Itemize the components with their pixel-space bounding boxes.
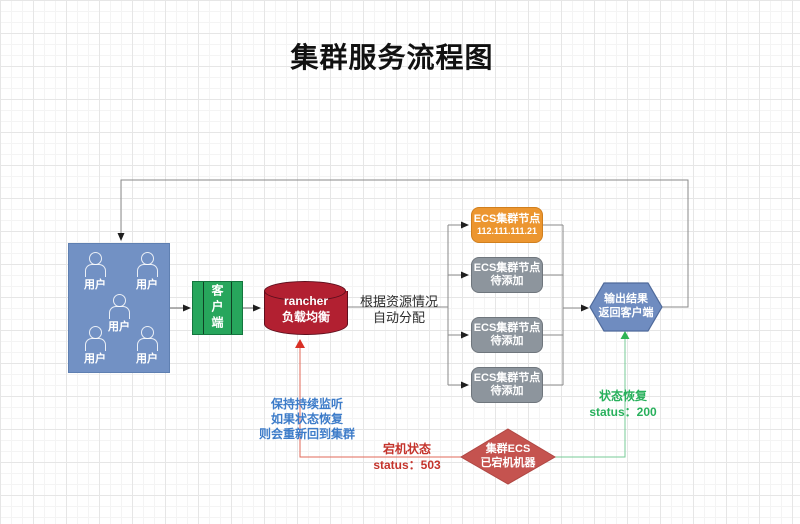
recover-status-label: 状态恢复 status：200 [573, 388, 673, 420]
user-item: 用户 [75, 252, 115, 298]
down-status-line2: status：503 [373, 458, 441, 472]
user-label: 用户 [108, 321, 130, 333]
monitor-line1: 保持持续监听 [270, 397, 343, 411]
client-to-balancer-connector [243, 304, 261, 312]
allocate-line2: 自动分配 [372, 310, 425, 325]
ecs-node-3[interactable]: ECS集群节点 待添加 [471, 317, 543, 353]
user-icon-body [136, 338, 158, 351]
down-ecs-line1: 集群ECS [485, 443, 531, 455]
user-label: 用户 [136, 279, 158, 291]
ecs-node-status: 待添加 [490, 385, 524, 397]
users-to-client-connector [170, 304, 191, 312]
allocate-line1: 根据资源情况 [359, 294, 438, 309]
output-line2: 返回客户端 [598, 307, 654, 319]
users-group-node[interactable]: 用户 用户 用户 用户 用户 [68, 243, 170, 373]
allocate-label: 根据资源情况 自动分配 [349, 294, 449, 326]
user-icon-body [136, 264, 158, 277]
user-icon-body [84, 264, 106, 277]
recover-status-line2: status：200 [589, 405, 657, 419]
user-icon-body [84, 338, 106, 351]
recover-status-line1: 状态恢复 [598, 389, 647, 403]
output-label: 输出结果 返回客户端 [588, 292, 664, 320]
down-status-line1: 宕机状态 [382, 442, 431, 456]
user-item: 用户 [127, 252, 167, 298]
monitor-note: 保持持续监听 如果状态恢复 则会重新回到集群 [248, 397, 366, 442]
user-icon-body [108, 306, 130, 319]
ecs-node-1[interactable]: ECS集群节点 112.111.111.21 [471, 207, 543, 243]
monitor-line2: 如果状态恢复 [270, 412, 343, 426]
hexagon-shape [589, 282, 663, 332]
client-label: 客户端 [210, 284, 224, 332]
down-status-label: 宕机状态 status：503 [357, 441, 457, 473]
ecs-node-title: ECS集群节点 [473, 322, 541, 334]
ecs-node-4[interactable]: ECS集群节点 待添加 [471, 367, 543, 403]
down-ecs-diamond-node[interactable] [459, 427, 557, 486]
process-rule [203, 282, 204, 334]
process-rule [231, 282, 232, 334]
load-balancer-role: 负载均衡 [281, 310, 330, 324]
user-label: 用户 [84, 279, 106, 291]
ecs-node-status: 待添加 [490, 275, 524, 287]
output-line1: 输出结果 [604, 293, 648, 305]
load-balancer-node[interactable]: rancher 负载均衡 [264, 281, 348, 344]
down-ecs-line2: 已宕机机器 [480, 457, 536, 469]
down-ecs-label: 集群ECS 已宕机机器 [461, 442, 555, 470]
diagram-title: 集群服务流程图 [290, 42, 494, 73]
output-hexagon-node[interactable] [588, 281, 664, 333]
ecs-node-title: ECS集群节点 [473, 213, 541, 225]
user-item: 用户 [127, 326, 167, 372]
client-node[interactable]: 客户端 [192, 281, 243, 335]
ecs-to-output-connector [543, 224, 589, 386]
diamond-shape [460, 428, 556, 485]
ecs-node-2[interactable]: ECS集群节点 待添加 [471, 257, 543, 293]
load-balancer-label: rancher 负载均衡 [264, 293, 348, 325]
ecs-node-status: 待添加 [490, 335, 524, 347]
user-item: 用户 [75, 326, 115, 372]
ecs-node-title: ECS集群节点 [473, 262, 541, 274]
user-label: 用户 [84, 353, 106, 365]
ecs-node-title: ECS集群节点 [473, 372, 541, 384]
load-balancer-name: rancher [283, 294, 329, 308]
cylinder-top [264, 281, 346, 301]
monitor-line3: 则会重新回到集群 [258, 427, 355, 441]
user-label: 用户 [136, 353, 158, 365]
user-item: 用户 [99, 294, 139, 340]
ecs-node-ip: 112.111.111.21 [476, 226, 538, 236]
